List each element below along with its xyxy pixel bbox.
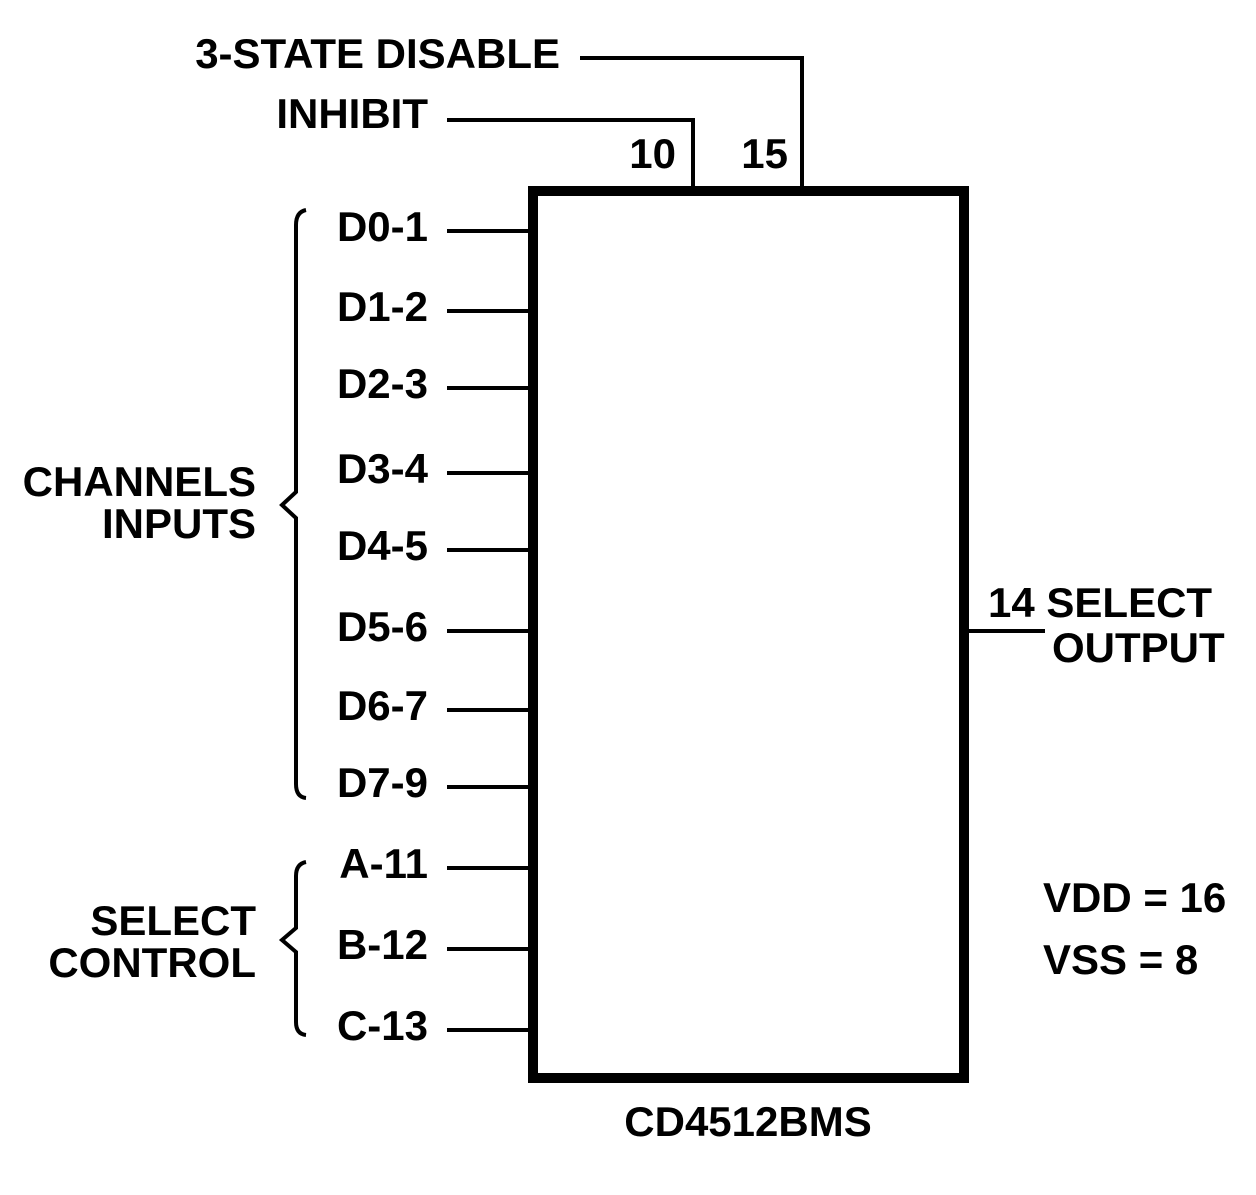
inhibit-label: INHIBIT bbox=[276, 90, 428, 137]
output-label: 14 SELECT bbox=[988, 579, 1212, 626]
input-pin-label: D4-5 bbox=[337, 522, 428, 569]
select-group-label: SELECT bbox=[90, 897, 256, 944]
inhibit-wire bbox=[447, 118, 695, 187]
input-pin-label: C-13 bbox=[337, 1002, 428, 1049]
input-pin-label: D3-4 bbox=[337, 445, 429, 492]
input-pin-label: D0-1 bbox=[337, 203, 428, 250]
inhibit-pin-number: 10 bbox=[629, 130, 676, 177]
vss-label: VSS = 8 bbox=[1043, 936, 1198, 983]
three-state-pin-number: 15 bbox=[741, 130, 788, 177]
channels-group-label: CHANNELS bbox=[23, 458, 256, 505]
input-pin-label: D7-9 bbox=[337, 759, 428, 806]
input-pin-label: D6-7 bbox=[337, 682, 428, 729]
vdd-label: VDD = 16 bbox=[1043, 874, 1226, 921]
input-pin-label: A-11 bbox=[339, 840, 428, 887]
input-pin-label: D2-3 bbox=[337, 360, 428, 407]
input-pin-label: D1-2 bbox=[337, 283, 428, 330]
channels-brace bbox=[279, 208, 307, 800]
chip-body bbox=[528, 186, 969, 1083]
three-state-disable-label: 3-STATE DISABLE bbox=[195, 30, 560, 77]
channels-group-label-2: INPUTS bbox=[102, 500, 256, 547]
select-group-label-2: CONTROL bbox=[48, 939, 256, 986]
three-state-disable-wire bbox=[580, 56, 804, 187]
chip-name: CD4512BMS bbox=[624, 1098, 871, 1145]
input-pin-label: D5-6 bbox=[337, 603, 428, 650]
select-brace bbox=[278, 860, 307, 1037]
input-pin-label: B-12 bbox=[337, 921, 428, 968]
output-label-2: OUTPUT bbox=[1052, 624, 1225, 671]
